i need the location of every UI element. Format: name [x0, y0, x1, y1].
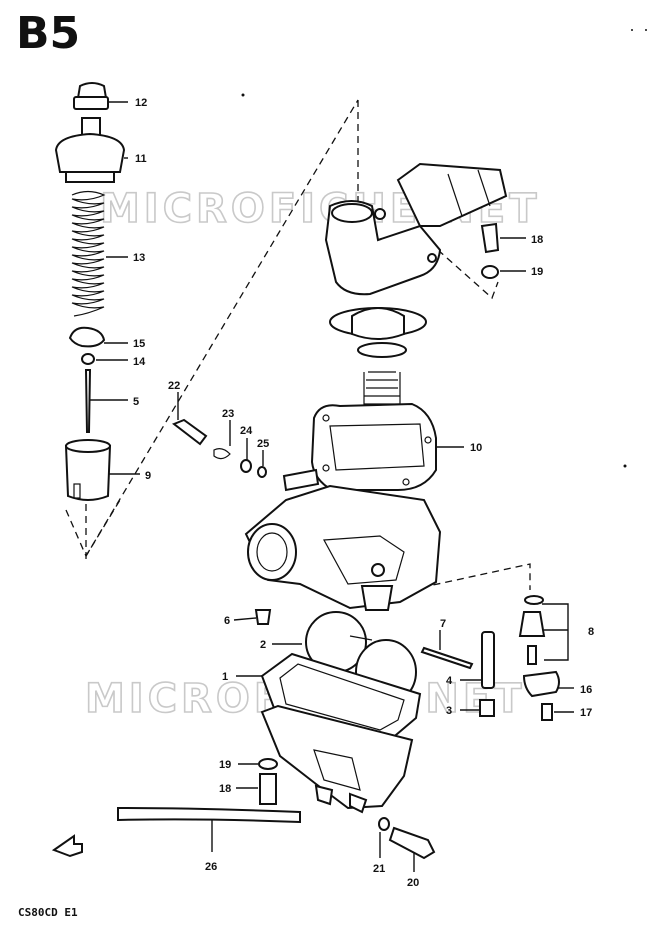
o-ring-8: [524, 595, 544, 605]
screw-17: [541, 703, 553, 721]
callout-18-lower: 18: [219, 783, 231, 795]
plate-16: [522, 670, 560, 698]
callout-4: 4: [446, 675, 453, 687]
bolt-22: [171, 418, 208, 446]
callout-12: 12: [135, 97, 147, 109]
front-arrow-icon: [51, 834, 83, 858]
clip-15: [68, 326, 106, 348]
cap-12: [73, 82, 109, 110]
callout-14: 14: [133, 356, 146, 368]
callout-25: 25: [257, 438, 269, 450]
page-code: B5: [16, 8, 80, 59]
washer-24: [240, 459, 252, 473]
pin-7: [420, 646, 474, 670]
callout-24: 24: [240, 425, 253, 437]
callout-9: 9: [145, 470, 151, 482]
callout-11: 11: [135, 153, 147, 165]
drain-screw-20: [388, 826, 436, 860]
footer-model-code: CS80CD E1: [18, 906, 78, 919]
float-chamber: [260, 704, 414, 814]
diaphragm: [329, 307, 427, 358]
jet-4: [481, 631, 495, 689]
jet-3: [479, 699, 495, 717]
washer-19-upper: [481, 265, 499, 279]
callout-22: 22: [168, 380, 180, 392]
screw-18-lower: [259, 773, 277, 805]
spring-23: [213, 448, 231, 460]
callout-19-lower: 19: [219, 759, 231, 771]
ring-25: [257, 466, 267, 478]
throttle-valve-9: [64, 439, 112, 501]
callout-6: 6: [224, 615, 230, 627]
needle-5: [84, 369, 92, 433]
callout-18-upper: 18: [531, 234, 543, 246]
carburetor-body: [244, 468, 442, 611]
callout-10: 10: [470, 442, 482, 454]
callout-26: 26: [205, 861, 217, 873]
callout-17: 17: [580, 707, 592, 719]
callout-20: 20: [407, 877, 419, 889]
top-cap-11: [54, 117, 126, 183]
callout-23: 23: [222, 408, 234, 420]
jet-6: [254, 609, 272, 625]
o-ring-21: [378, 817, 390, 831]
hose-26: [117, 806, 301, 824]
callout-21: 21: [373, 863, 385, 875]
gasket-10: [310, 402, 437, 491]
callout-3: 3: [446, 705, 452, 717]
callout-2: 2: [260, 639, 266, 651]
callout-16: 16: [580, 684, 592, 696]
top-housing: [324, 162, 508, 296]
callout-8: 8: [588, 626, 594, 638]
spring-13: [71, 190, 106, 317]
callout-13: 13: [133, 252, 145, 264]
callout-1: 1: [222, 671, 228, 683]
washer-19-lower: [258, 758, 278, 770]
screw-18-upper: [480, 222, 500, 254]
ring-14: [81, 353, 95, 365]
callout-15: 15: [133, 338, 145, 350]
callout-19-upper: 19: [531, 266, 543, 278]
callout-5: 5: [133, 396, 139, 408]
pilot-screw: [518, 611, 546, 637]
callout-7: 7: [440, 618, 446, 630]
